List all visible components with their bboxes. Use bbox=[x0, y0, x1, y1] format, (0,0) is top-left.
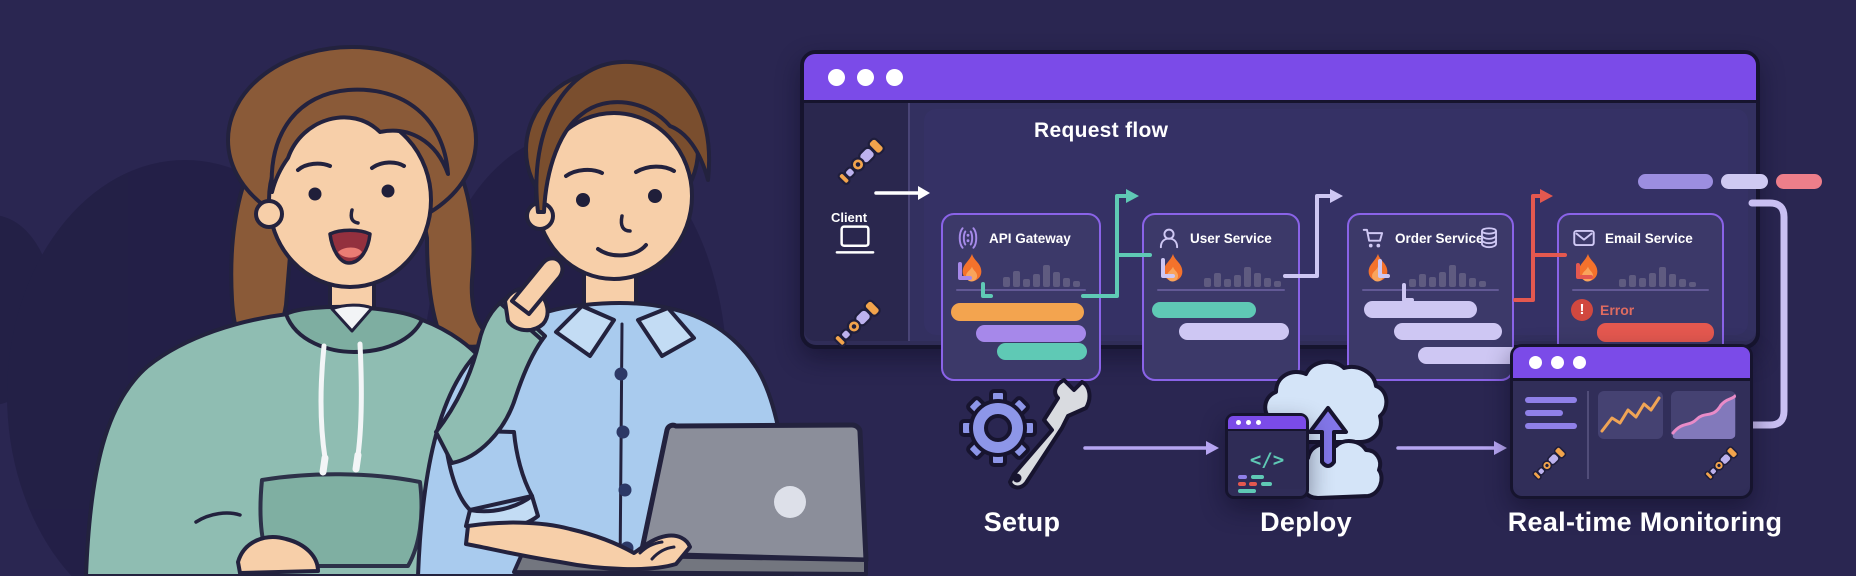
status-pill-purple[interactable] bbox=[1638, 174, 1713, 189]
step-label-deploy: Deploy bbox=[1260, 507, 1352, 537]
sparkbar-chart bbox=[1003, 259, 1080, 287]
page-title: Request flow bbox=[1034, 119, 1169, 142]
sparkbar-chart bbox=[1619, 259, 1696, 287]
telescope-icon bbox=[1699, 443, 1739, 483]
divider bbox=[1587, 391, 1589, 479]
window-content: Request flow API Gateway bbox=[910, 103, 1822, 381]
chart-card-line bbox=[1598, 391, 1663, 439]
window-control-dot[interactable] bbox=[1529, 356, 1542, 369]
service-name: User Service bbox=[1190, 230, 1272, 246]
window-control-dot[interactable] bbox=[1573, 356, 1586, 369]
sparkbar-chart bbox=[1409, 259, 1486, 287]
service-node-order-service: Order Service bbox=[1347, 213, 1519, 381]
trace-span-lavender bbox=[1394, 323, 1502, 340]
code-window-icon: </> bbox=[1225, 413, 1309, 499]
service-name: Order Service bbox=[1395, 230, 1484, 246]
people-illustration bbox=[0, 45, 869, 576]
mail-icon bbox=[1571, 225, 1597, 251]
error-label: Error bbox=[1600, 302, 1635, 318]
sparkbar-chart bbox=[1204, 259, 1281, 287]
database-icon bbox=[1476, 224, 1502, 252]
divider bbox=[956, 289, 1086, 291]
laptop-logo bbox=[774, 486, 806, 518]
flame-icon bbox=[1159, 253, 1187, 287]
code-glyph: </> bbox=[1249, 449, 1285, 471]
trace-span-lavender bbox=[1418, 347, 1519, 364]
step-label-monitoring: Real-time Monitoring bbox=[1507, 507, 1783, 537]
user-icon bbox=[1156, 225, 1182, 251]
flame-icon bbox=[958, 253, 986, 287]
window-sidebar bbox=[804, 103, 910, 341]
flame-icon bbox=[1574, 253, 1602, 287]
window-control-dot[interactable] bbox=[886, 68, 903, 86]
client-label: Client bbox=[830, 210, 868, 225]
man-eyes bbox=[576, 189, 662, 207]
step-label-setup: Setup bbox=[983, 507, 1061, 537]
trace-span-lavender bbox=[1364, 301, 1477, 318]
window-titlebar bbox=[804, 54, 1756, 103]
flame-icon bbox=[1364, 253, 1392, 287]
cart-icon bbox=[1361, 225, 1387, 251]
chart-card-area bbox=[1671, 391, 1736, 439]
window-control-dot[interactable] bbox=[857, 68, 874, 86]
status-pill-red[interactable] bbox=[1776, 174, 1822, 189]
man-typing-arm bbox=[442, 428, 692, 572]
code-window-titlebar bbox=[1228, 416, 1306, 431]
service-node-user-service: User Service bbox=[1142, 213, 1300, 381]
menu-line[interactable] bbox=[1525, 410, 1563, 416]
request-flow-window: Request flow API Gateway bbox=[800, 50, 1822, 381]
woman-pointing bbox=[84, 45, 529, 576]
telescope-icon bbox=[1527, 443, 1567, 483]
error-icon: ! bbox=[1571, 299, 1593, 321]
divider bbox=[1157, 289, 1285, 291]
status-pill-lavender[interactable] bbox=[1721, 174, 1768, 189]
monitoring-window bbox=[1510, 344, 1753, 499]
monitoring-titlebar bbox=[1513, 347, 1750, 381]
wrench-icon bbox=[1008, 378, 1092, 490]
trace-span-teal bbox=[997, 343, 1087, 360]
gateway-icon bbox=[955, 225, 981, 251]
woman-pointing-arm bbox=[434, 256, 565, 465]
divider bbox=[1362, 289, 1499, 291]
trace-span-error bbox=[1597, 323, 1714, 342]
service-name: API Gateway bbox=[989, 230, 1071, 246]
trace-span-lavender bbox=[1179, 323, 1289, 340]
menu-line[interactable] bbox=[1525, 397, 1577, 403]
service-name: Email Service bbox=[1605, 230, 1693, 246]
divider bbox=[1572, 289, 1709, 291]
service-node-api-gateway: API Gateway bbox=[941, 213, 1101, 381]
trace-span-purple bbox=[976, 325, 1086, 342]
trace-span-teal bbox=[1152, 302, 1256, 318]
trace-span-orange bbox=[951, 303, 1084, 321]
menu-line[interactable] bbox=[1525, 423, 1577, 429]
woman-eyes bbox=[308, 184, 395, 201]
window-control-dot[interactable] bbox=[1551, 356, 1564, 369]
window-control-dot[interactable] bbox=[828, 68, 845, 86]
gear-icon bbox=[959, 389, 1037, 467]
